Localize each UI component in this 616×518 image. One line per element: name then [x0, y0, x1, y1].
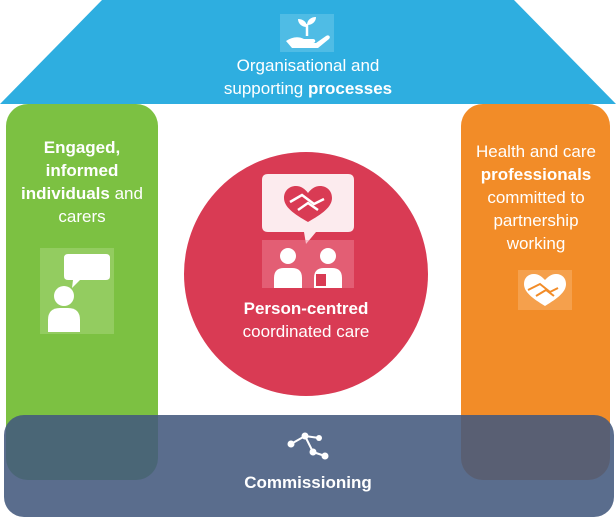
plant-in-hand-icon	[280, 14, 334, 52]
roof-label: Organisational and supporting processes	[158, 54, 458, 100]
right-pillar-line4: partnership	[493, 211, 579, 230]
left-pillar-line3-bold: individuals	[21, 184, 110, 203]
left-pillar-line4: carers	[58, 207, 106, 226]
roof-label-line2-bold: processes	[308, 79, 393, 98]
roof-shape	[0, 0, 616, 104]
roof-label-line1: Organisational and	[236, 56, 380, 75]
handshake-icon	[518, 270, 572, 310]
center-label: Person-centred coordinated care	[200, 297, 412, 343]
center-label-line1: Person-centred	[243, 299, 369, 318]
right-pillar-line1: Health and care	[475, 142, 597, 161]
right-pillar-label: Health and care professionals committed …	[461, 140, 611, 255]
right-pillar-line5: working	[506, 234, 566, 253]
left-pillar-line3: individuals and	[8, 182, 156, 205]
center-label-line2: coordinated care	[242, 322, 370, 341]
handshake-conversation-icon	[260, 172, 356, 290]
left-pillar-line2: informed	[45, 161, 119, 180]
right-pillar-line3: committed to	[487, 188, 585, 207]
roof-label-line2-prefix: supporting	[223, 79, 308, 98]
person-speech-bubble-icon	[40, 248, 114, 334]
base-label: Commissioning	[244, 473, 372, 492]
left-pillar-line3-suffix: and	[109, 184, 143, 203]
left-pillar-line1: Engaged,	[43, 138, 121, 157]
roof-label-line2: supporting processes	[158, 77, 458, 100]
left-pillar-label: Engaged, informed individuals and carers	[8, 136, 156, 228]
right-pillar-line2: professionals	[480, 165, 592, 184]
roof-banner	[0, 0, 616, 106]
base-foundation	[4, 415, 614, 517]
network-nodes-icon	[285, 430, 331, 462]
